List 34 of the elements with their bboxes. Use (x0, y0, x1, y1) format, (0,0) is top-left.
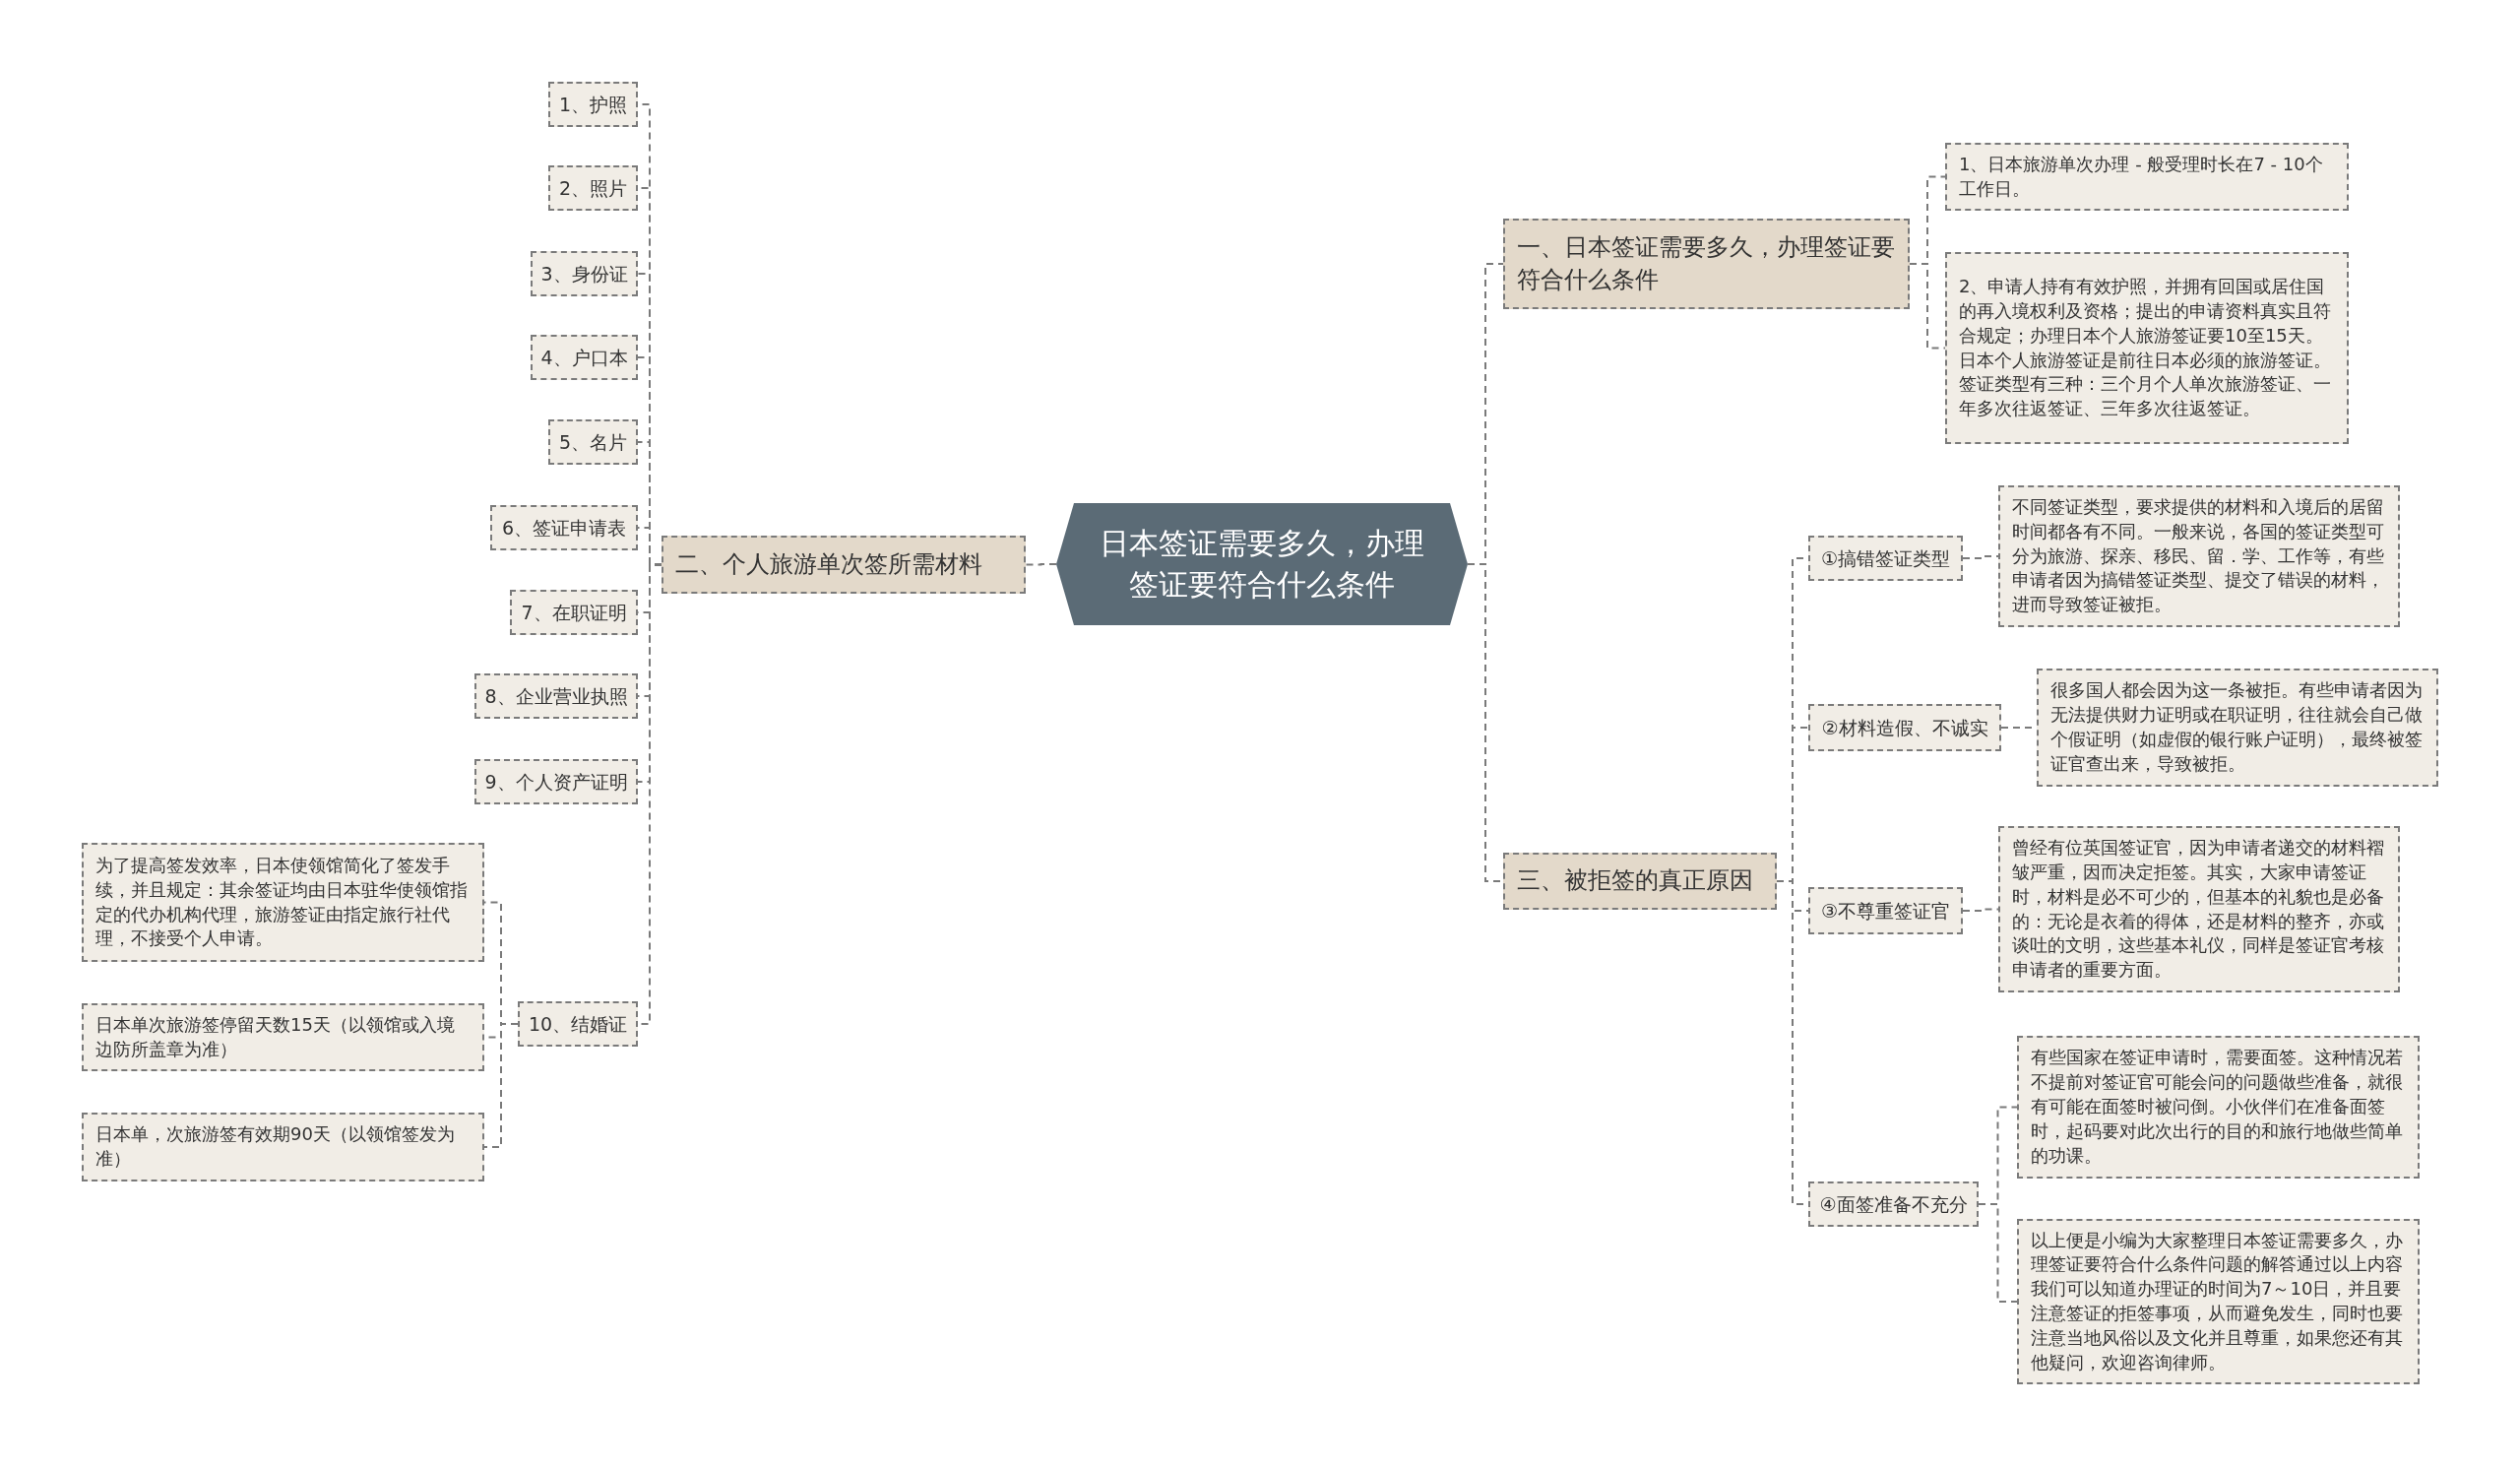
connector-line (483, 1023, 519, 1148)
item-box: 4、户口本 (531, 335, 638, 380)
note-box: 1、日本旅游单次办理 - 般受理时长在7 - 10个工作日。 (1945, 143, 2349, 211)
item-box: ①搞错签证类型 (1808, 536, 1963, 581)
note-box: 以上便是小编为大家整理日本签证需要多久，办理签证要符合什么条件问题的解答通过以上内容我们可以知道办理证的时间为7～10日，并且要注意签证的拒签事项，从而避免发生，同时也要注意当地风俗以及文化并且尊重，如果您还有其他疑问，欢迎咨询律师。 (2017, 1219, 2420, 1384)
item-box: 2、照片 (548, 165, 638, 211)
branch-box: 二、个人旅游单次签所需材料 (662, 536, 1026, 594)
connector-line (1962, 555, 1999, 559)
topic-hexagon: 日本签证需要多久，办理签证要符合什么条件 (1056, 503, 1468, 625)
note-box: 日本单次旅游签停留天数15天（以领馆或入境边防所盖章为准） (82, 1003, 484, 1071)
item-box: ②材料造假、不诚实 (1808, 704, 2001, 751)
connector-line (1962, 908, 1999, 912)
note-box: 不同签证类型，要求提供的材料和入境后的居留时间都各有不同。一般来说，各国的签证类型可分为旅游、探亲、移民、留．学、工作等，有些申请者因为搞错签证类型、提交了错误的材料，进而导致签证被拒。 (1998, 485, 2400, 627)
item-box: ③不尊重签证官 (1808, 887, 1963, 934)
connector-line (1025, 563, 1057, 566)
item-box: 5、名片 (548, 419, 638, 465)
note-box: 日本单，次旅游签有效期90天（以领馆签发为准） (82, 1113, 484, 1181)
note-box: 为了提高签发效率，日本使领馆简化了签发手续，并且规定：其余签证均由日本驻华使领馆指定的代办机构代理，旅游签证由指定旅行社代理，不接受个人申请。 (82, 843, 484, 962)
item-box: 10、结婚证 (518, 1001, 638, 1047)
item-box: 7、在职证明 (510, 590, 638, 635)
note-box: 有些国家在签证申请时，需要面签。这种情况若不提前对签证官可能会问的问题做些准备，就很有可能在面签时被问倒。小伙伴们在准备面签时，起码要对此次出行的目的和旅行地做些简单的功课。 (2017, 1036, 2420, 1179)
item-box: 1、护照 (548, 82, 638, 127)
item-box: 8、企业营业执照 (474, 673, 638, 719)
item-box: ④面签准备不充分 (1808, 1181, 1979, 1227)
connector-line (1909, 263, 1946, 350)
note-box: 2、申请人持有有效护照，并拥有回国或居住国的再入境权利及资格；提出的申请资料真实且符合规定；办理日本个人旅游签证要10至15天。日本个人旅游签证是前往日本必须的旅游签证。签证类型有三种：三个月个人单次旅游签证、一年多次往返签证、三年多次往返签证。 (1945, 252, 2349, 444)
branch-box: 三、被拒签的真正原因 (1503, 853, 1777, 910)
note-box: 曾经有位英国签证官，因为申请者递交的材料褶皱严重，因而决定拒签。其实，大家申请签证时，材料是必不可少的，但基本的礼貌也是必备的：无论是衣着的得体，还是材料的整齐，亦或谈吐的文明，这些基本礼仪，同样是签证官考核申请者的重要方面。 (1998, 826, 2400, 992)
connector-line (1978, 1203, 2018, 1303)
item-box: 6、签证申请表 (490, 505, 638, 550)
note-box: 很多国人都会因为这一条被拒。有些申请者因为无法提供财力证明或在职证明，往往就会自己做个假证明（如虚假的银行账户证明），最终被签证官查出来，导致被拒。 (2037, 669, 2438, 787)
item-box: 3、身份证 (531, 251, 638, 296)
item-box: 9、个人资产证明 (474, 759, 638, 804)
branch-box: 一、日本签证需要多久，办理签证要符合什么条件 (1503, 219, 1910, 309)
